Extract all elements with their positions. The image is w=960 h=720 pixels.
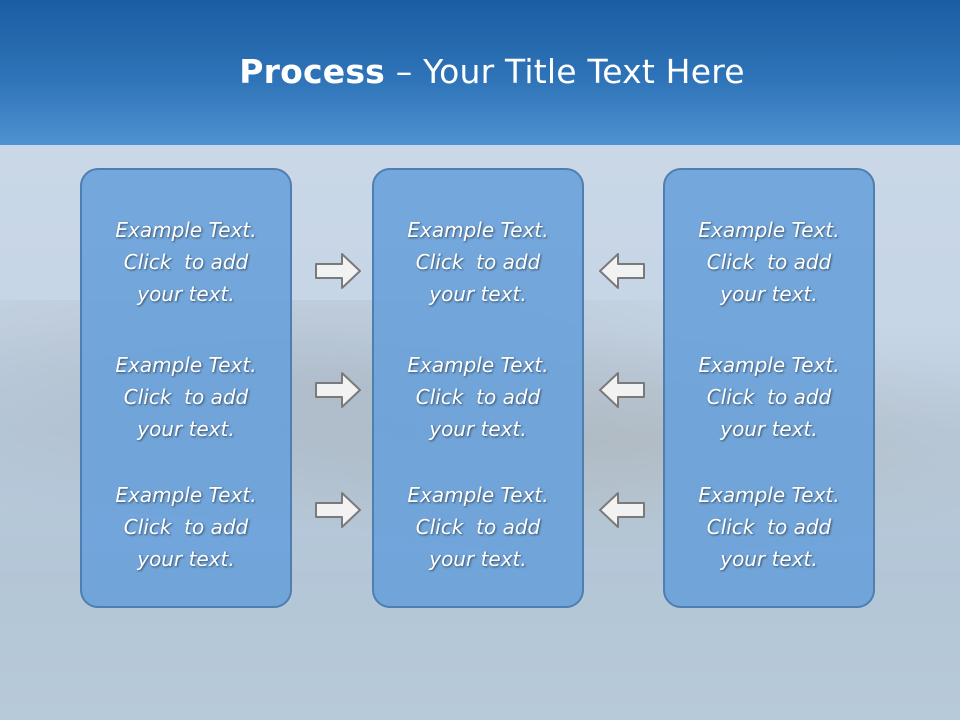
text-line: Example Text. [698,483,840,507]
text-block[interactable]: Example Text. Click to add your text. [665,479,873,575]
title-bar: Process – Your Title Text Here [0,0,960,145]
text-line: your text. [137,282,235,306]
text-line: Example Text. [115,353,257,377]
text-line: Click to add [706,385,832,409]
text-block[interactable]: Example Text. Click to add your text. [665,214,873,310]
text-block[interactable]: Example Text. Click to add your text. [665,349,873,445]
arrow-right-icon[interactable] [314,490,362,530]
arrow-left-icon[interactable] [598,251,646,291]
process-panel-left[interactable]: Example Text. Click to add your text. Ex… [80,168,292,608]
text-line: Example Text. [407,483,549,507]
text-block[interactable]: Example Text. Click to add your text. [374,214,582,310]
text-block[interactable]: Example Text. Click to add your text. [82,479,290,575]
text-line: your text. [137,417,235,441]
text-line: your text. [137,547,235,571]
text-line: Example Text. [698,218,840,242]
arrow-left-icon[interactable] [598,490,646,530]
text-line: Click to add [123,250,249,274]
slide-title-rest: – Your Title Text Here [385,52,745,91]
text-block[interactable]: Example Text. Click to add your text. [82,214,290,310]
text-line: Click to add [123,385,249,409]
text-line: Click to add [415,385,541,409]
text-line: your text. [429,282,527,306]
text-line: Example Text. [115,483,257,507]
text-line: Click to add [706,250,832,274]
process-panel-right[interactable]: Example Text. Click to add your text. Ex… [663,168,875,608]
process-panel-center[interactable]: Example Text. Click to add your text. Ex… [372,168,584,608]
text-line: your text. [720,282,818,306]
text-block[interactable]: Example Text. Click to add your text. [82,349,290,445]
text-line: your text. [720,547,818,571]
text-line: Click to add [415,515,541,539]
text-block[interactable]: Example Text. Click to add your text. [374,479,582,575]
text-line: Click to add [706,515,832,539]
slide-title[interactable]: Process – Your Title Text Here [0,52,960,91]
text-line: Example Text. [115,218,257,242]
text-line: Example Text. [407,218,549,242]
arrow-left-icon[interactable] [598,370,646,410]
text-line: your text. [429,417,527,441]
text-line: Example Text. [698,353,840,377]
text-block[interactable]: Example Text. Click to add your text. [374,349,582,445]
arrow-right-icon[interactable] [314,370,362,410]
text-line: Click to add [415,250,541,274]
text-line: your text. [720,417,818,441]
slide-title-bold: Process [239,52,386,91]
text-line: Example Text. [407,353,549,377]
text-line: your text. [429,547,527,571]
text-line: Click to add [123,515,249,539]
arrow-right-icon[interactable] [314,251,362,291]
